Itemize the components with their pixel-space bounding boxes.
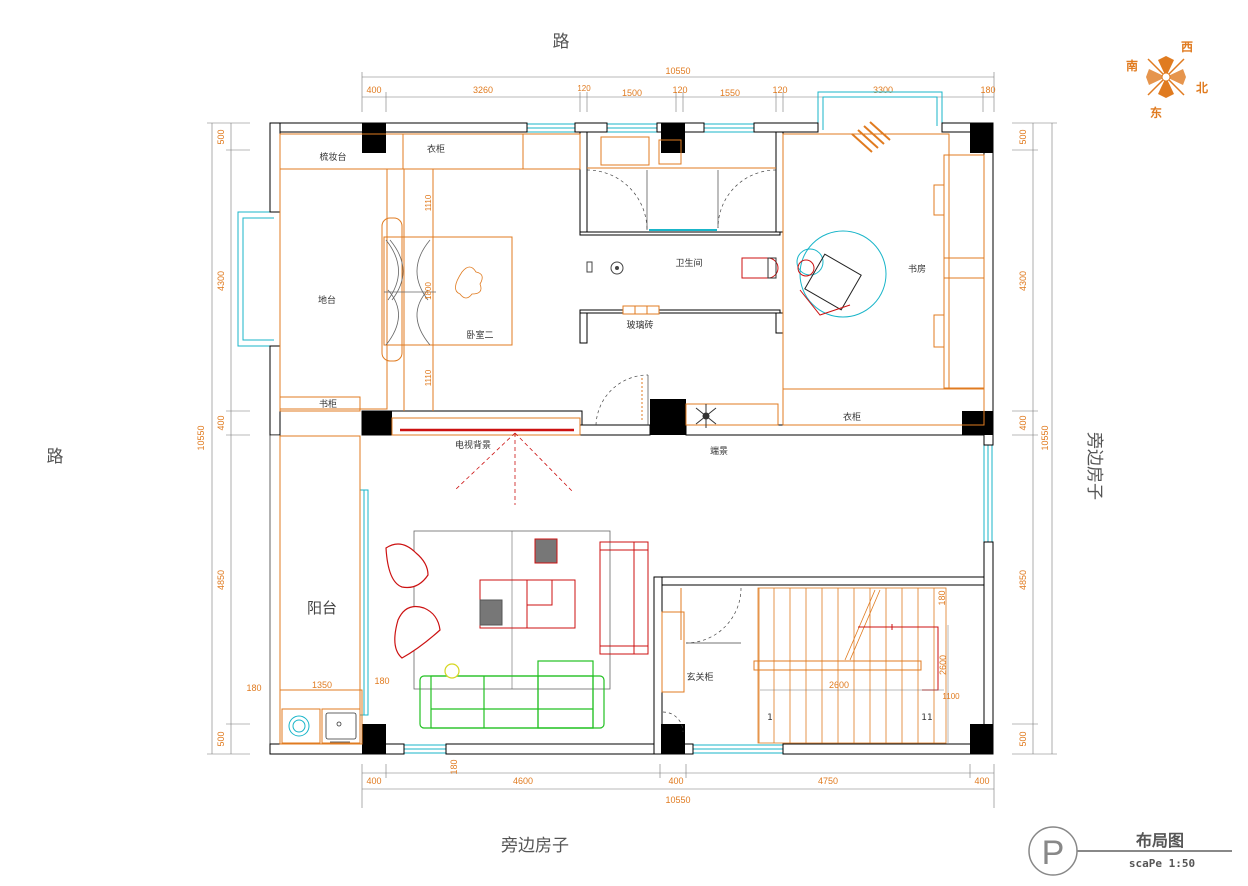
dim-top-5: 1550 — [720, 88, 740, 98]
dim-top-7: 3300 — [873, 85, 893, 95]
label-wardrobe-top: 衣柜 — [427, 143, 445, 155]
compass-west: 西 — [1181, 40, 1193, 54]
dim-top-4: 120 — [672, 85, 687, 95]
bathroom-fixtures — [741, 257, 779, 279]
title-scale: scaPe 1:50 — [1129, 857, 1195, 870]
walls — [269, 122, 994, 755]
dim-top-8: 180 — [980, 85, 995, 95]
study-chair-icon — [796, 230, 887, 318]
label-end-view: 端景 — [710, 445, 728, 457]
dim-bottom-4: 400 — [974, 776, 989, 786]
dim-top-1: 3260 — [473, 85, 493, 95]
dim-left-3: 4850 — [216, 570, 226, 590]
label-wardrobe-study: 衣柜 — [843, 411, 861, 423]
dimension-lines — [207, 72, 1057, 808]
dim-left-2: 400 — [216, 415, 226, 430]
glass-brick-strip — [622, 305, 660, 315]
title-letter: P — [1042, 834, 1065, 872]
dimension-texts: 10550 400 3260 120 1500 120 1550 120 330… — [196, 66, 1050, 805]
door-swings — [586, 169, 777, 733]
compass-icon: 西 南 北 东 — [1126, 40, 1208, 120]
compass-north: 北 — [1196, 80, 1208, 95]
tv-view-lines — [454, 432, 574, 505]
dim-bottom-total: 10550 — [665, 795, 690, 805]
plant-icon — [695, 404, 717, 428]
dim-balcony-left: 180 — [246, 683, 261, 693]
label-glass-brick: 玻璃砖 — [626, 319, 653, 331]
sink-icon — [325, 712, 357, 743]
title-text: 布局图 — [1136, 831, 1184, 850]
dim-bottom-2: 400 — [668, 776, 683, 786]
washer-icon — [288, 715, 310, 737]
label-bathroom: 卫生间 — [675, 257, 702, 269]
armchair-icons — [385, 543, 441, 659]
dim-stair-run: 2600 — [829, 680, 849, 690]
dim-door-bottom: 180 — [449, 759, 459, 774]
neighbor-right-label: 旁边房子 — [1084, 432, 1104, 500]
label-stair-last: 11 — [921, 713, 932, 723]
dim-top-3: 1500 — [622, 88, 642, 98]
dim-balcony-right: 180 — [374, 676, 389, 686]
dim-left-1: 4300 — [216, 271, 226, 291]
dim-bottom-0: 400 — [366, 776, 381, 786]
title-block: P 布局图 scaPe 1:50 — [1028, 826, 1232, 876]
stair-dims — [760, 625, 949, 743]
label-dresser: 梳妆台 — [319, 151, 346, 163]
dim-bed-upper: 1110 — [424, 194, 433, 211]
furniture — [279, 133, 985, 745]
dim-top-2: 120 — [577, 84, 591, 93]
living-furniture — [413, 530, 649, 690]
dim-right-0: 500 — [1018, 129, 1028, 144]
floor-drain-icon — [610, 261, 624, 275]
dim-right-3: 4850 — [1018, 570, 1028, 590]
interior-dims: 1110 1800 1110 1350 180 180 180 180 2600… — [246, 194, 960, 774]
dim-left-0: 500 — [216, 129, 226, 144]
dim-bottom-1: 4600 — [513, 776, 533, 786]
sofa-icon — [419, 660, 605, 729]
dim-bed-mid: 1800 — [424, 282, 433, 300]
dim-stair-land: 1100 — [942, 692, 960, 701]
towel-bar-icon — [586, 261, 593, 273]
dim-top-0: 400 — [366, 85, 381, 95]
label-entry-cabinet: 玄关柜 — [686, 671, 713, 683]
label-tv-wall: 电视背景 — [455, 439, 491, 451]
dim-bottom-3: 4750 — [818, 776, 838, 786]
windows — [237, 91, 993, 754]
dim-balcony-w: 1350 — [312, 680, 332, 690]
label-balcony: 阳台 — [307, 599, 337, 617]
label-study: 书房 — [908, 263, 926, 275]
dim-stair-height: 2600 — [938, 655, 948, 675]
dim-left-4: 500 — [216, 731, 226, 746]
label-bedroom2: 卧室二 — [466, 329, 493, 341]
room-labels: 梳妆台 衣柜 地台 卧室二 书柜 卫生间 玻璃砖 书房 衣柜 电视背景 端景 阳… — [307, 143, 933, 723]
dim-top-total: 10550 — [665, 66, 690, 76]
dim-right-total: 10550 — [1040, 425, 1050, 450]
dim-top-6: 120 — [772, 85, 787, 95]
bed-icon — [384, 239, 483, 346]
dim-right-2: 400 — [1018, 415, 1028, 430]
label-bookcase: 书柜 — [319, 398, 337, 410]
dim-stair-top: 180 — [937, 590, 947, 605]
dim-left-total: 10550 — [196, 425, 206, 450]
compass-east: 东 — [1150, 105, 1162, 120]
neighbor-bottom-label: 旁边房子 — [501, 836, 569, 856]
lamp-icon — [444, 663, 460, 679]
road-left-label: 路 — [47, 447, 64, 467]
label-platform: 地台 — [318, 294, 336, 306]
label-stair-first: 1 — [767, 713, 773, 723]
dim-bed-lower: 1110 — [424, 369, 433, 386]
dim-right-1: 4300 — [1018, 271, 1028, 291]
dim-right-4: 500 — [1018, 731, 1028, 746]
study-blinds-icon — [851, 121, 891, 153]
staircase — [757, 587, 947, 744]
road-top-label: 路 — [553, 32, 570, 52]
floor-drain-center — [615, 266, 619, 270]
compass-south: 南 — [1126, 58, 1138, 73]
